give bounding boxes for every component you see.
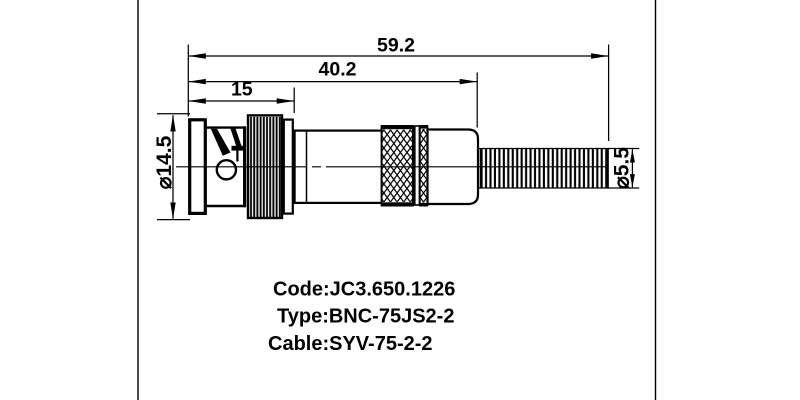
bayonet-slot <box>210 126 243 162</box>
dimension-arrows <box>170 53 635 220</box>
cable-label: Cable:SYV-75-2-2 <box>268 333 433 355</box>
connector-body <box>188 114 640 220</box>
type-label: Type:BNC-75JS2-2 <box>277 306 454 328</box>
bayonet-pin-hole <box>215 158 238 181</box>
dim-total-length: 59.2 <box>377 35 415 57</box>
dim-body-length: 40.2 <box>319 59 357 81</box>
dim-front-length: 15 <box>231 79 253 101</box>
dimension-lines <box>157 44 634 221</box>
strain-relief-spring <box>479 147 640 189</box>
dim-front-diameter: ⌀14.5 <box>153 135 176 189</box>
sleeve-gap-ring <box>413 125 421 206</box>
dim-spring-diameter: ⌀5.5 <box>610 147 633 189</box>
code-label: Code:JC3.650.1226 <box>273 278 455 300</box>
